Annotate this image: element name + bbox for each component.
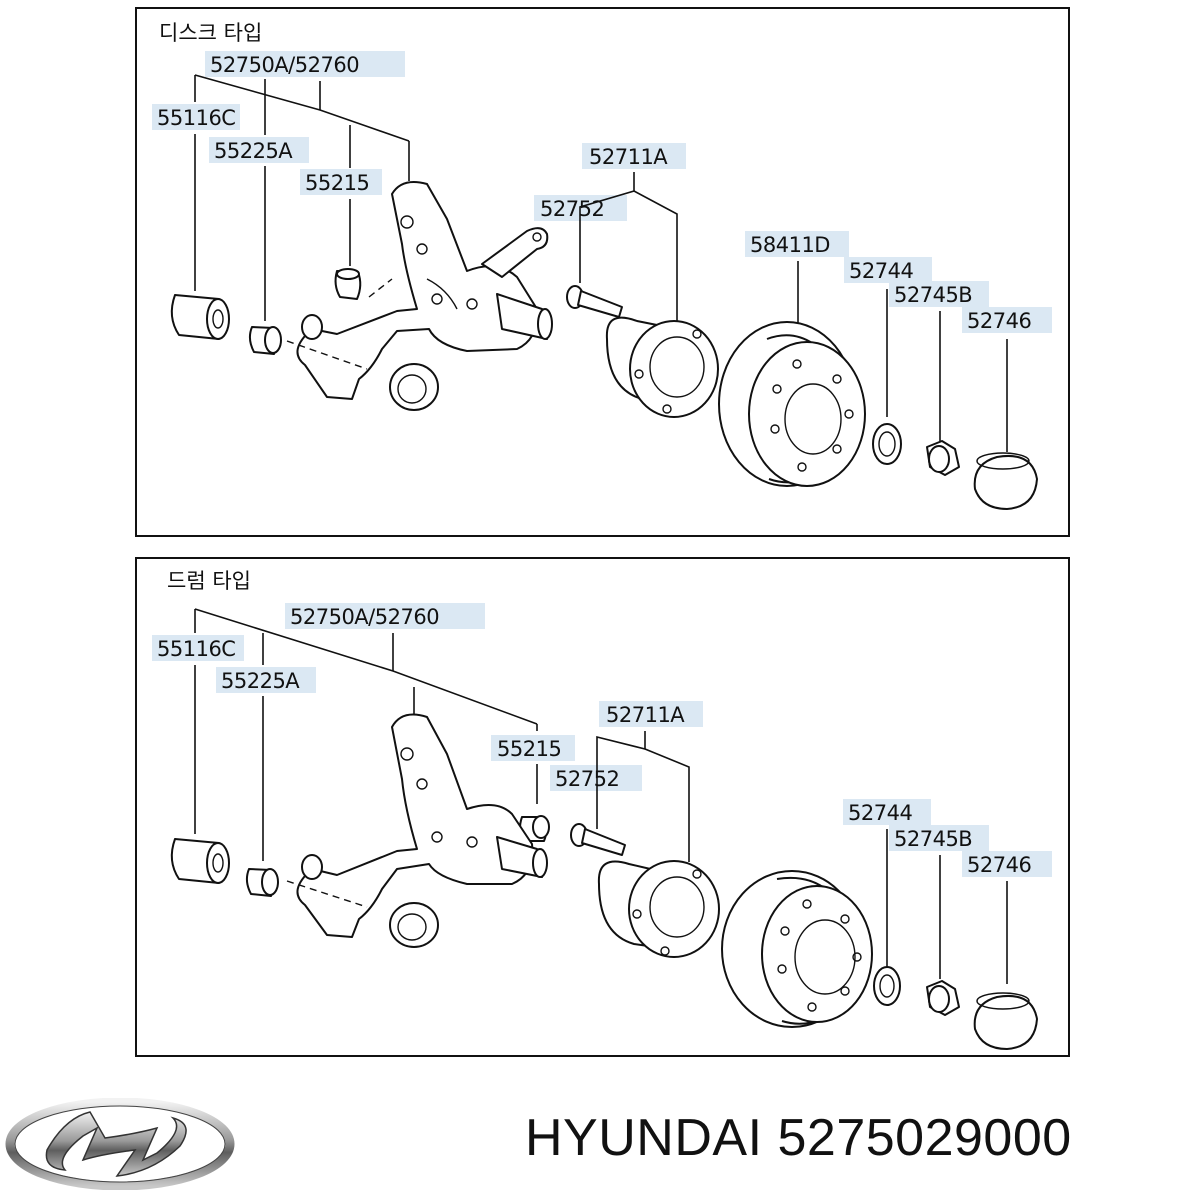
label-52711a: 52711A (589, 145, 668, 169)
trailing-arm-knuckle (286, 713, 548, 948)
hub-bolt-52752 (570, 823, 626, 856)
hub-bolt-52752 (566, 285, 623, 318)
label-52746: 52746 (967, 309, 1031, 333)
bushing-55225a (248, 326, 282, 355)
bushing-55116c (170, 294, 230, 340)
washer-52744 (872, 423, 902, 465)
label-55116c: 55116C (157, 637, 235, 661)
wheel-hub-52711a (597, 860, 720, 958)
label-55215: 55215 (305, 171, 369, 195)
leader-lines (194, 608, 1008, 984)
label-58411d: 58411D (750, 233, 830, 257)
trailing-arm-knuckle (286, 181, 553, 411)
hyundai-logo-icon (5, 1098, 235, 1190)
label-55225a: 55225A (221, 669, 300, 693)
label-52744: 52744 (849, 259, 913, 283)
disc-type-panel: 디스크 타입 52750A/52760 55116C 55225A 55215 … (135, 7, 1070, 537)
leader-lines (194, 74, 1008, 452)
nut-52745b (926, 440, 960, 476)
label-52744: 52744 (848, 801, 912, 825)
drum-type-panel: 드럼 타입 52750A/52760 55116C 55225A 52711A … (135, 557, 1070, 1057)
bushing-55215 (334, 268, 362, 300)
brake-drum (721, 870, 873, 1028)
hub-cap-52746 (973, 992, 1038, 1050)
label-52745b: 52745B (894, 827, 972, 851)
bushing-55225a (245, 868, 279, 897)
label-52745b: 52745B (894, 283, 972, 307)
brake-disc-58411d (718, 321, 866, 487)
drum-type-diagram: 드럼 타입 52750A/52760 55116C 55225A 52711A … (152, 569, 1052, 1050)
label-52750a-52760: 52750A/52760 (290, 605, 439, 629)
label-52752: 52752 (555, 767, 619, 791)
drum-panel-title: 드럼 타입 (167, 569, 251, 593)
brand-part-number: HYUNDAI 5275029000 (525, 1109, 1072, 1167)
nut-52745b (926, 980, 960, 1016)
label-52750a-52760: 52750A/52760 (210, 53, 359, 77)
disc-type-diagram: 디스크 타입 52750A/52760 55116C 55225A 55215 … (152, 21, 1052, 510)
washer-52744 (873, 966, 901, 1006)
label-55116c: 55116C (157, 106, 235, 130)
disc-panel-title: 디스크 타입 (159, 21, 262, 45)
label-52752: 52752 (540, 197, 604, 221)
label-55215: 55215 (497, 737, 561, 761)
bushing-55116c (170, 838, 230, 884)
label-52711a: 52711A (606, 703, 685, 727)
hub-cap-52746 (973, 452, 1038, 510)
wheel-hub-52711a (605, 316, 719, 418)
label-55225a: 55225A (214, 139, 293, 163)
label-52746: 52746 (967, 853, 1031, 877)
